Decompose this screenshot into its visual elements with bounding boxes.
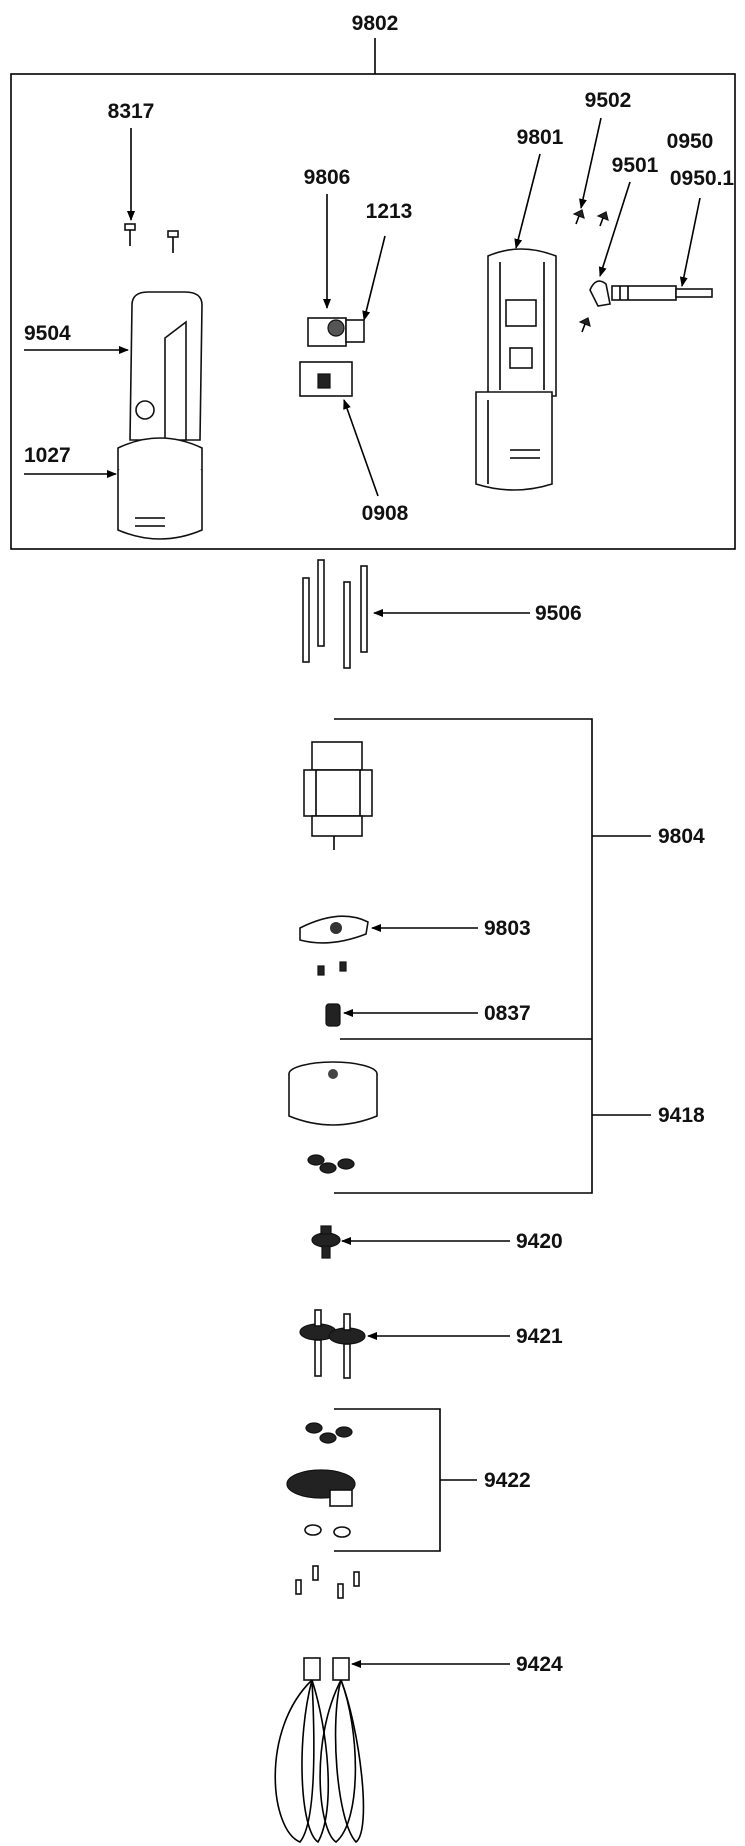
label-9803: 9803 — [484, 917, 531, 940]
label-9502: 9502 — [585, 89, 632, 112]
leader-1213 — [362, 235, 386, 321]
label-9420: 9420 — [516, 1230, 563, 1253]
leader-0908 — [343, 399, 379, 497]
rod-icon — [302, 559, 368, 669]
leader-9501 — [598, 181, 631, 277]
leader-9502 — [579, 117, 602, 209]
label-9806: 9806 — [304, 166, 351, 189]
label-0908: 0908 — [362, 502, 409, 525]
switch-icon — [299, 317, 365, 397]
label-1213: 1213 — [366, 200, 413, 223]
screw-icon — [124, 223, 179, 253]
screw-icon — [572, 209, 609, 333]
label-0950-1: 0950.1 — [670, 167, 735, 190]
spring-icon — [325, 1003, 341, 1027]
label-9421: 9421 — [516, 1325, 563, 1348]
label-9506: 9506 — [535, 602, 582, 625]
gear-icon — [286, 1422, 356, 1538]
whisk-icon — [274, 1657, 365, 1844]
motor-icon — [303, 741, 373, 850]
gear-icon — [299, 1309, 366, 1379]
gear-icon — [307, 1154, 355, 1174]
handle-housing-icon — [117, 291, 203, 540]
label-0837: 0837 — [484, 1002, 531, 1025]
gear-icon — [311, 1225, 341, 1259]
leader-0950-1 — [679, 197, 701, 287]
label-8317: 8317 — [108, 100, 155, 123]
plate-icon — [299, 915, 369, 944]
bracket-9804 — [334, 718, 593, 1194]
handle-housing-half-icon — [475, 248, 557, 491]
label-9501: 9501 — [612, 154, 659, 177]
label-0950: 0950 — [667, 130, 714, 153]
label-9802: 9802 — [352, 12, 399, 35]
label-9424: 9424 — [516, 1653, 563, 1676]
leader-9801 — [514, 153, 541, 249]
screw-icon — [295, 1565, 360, 1599]
assembly-9802-frame — [10, 73, 736, 550]
label-9422: 9422 — [484, 1469, 531, 1492]
cable-icon — [589, 280, 713, 307]
label-9418: 9418 — [658, 1104, 705, 1127]
screw-icon — [317, 961, 347, 976]
label-9801: 9801 — [517, 126, 564, 149]
label-9504: 9504 — [24, 322, 71, 345]
label-9804: 9804 — [658, 825, 705, 848]
gearbox-icon — [288, 1061, 378, 1126]
label-1027: 1027 — [24, 444, 71, 467]
